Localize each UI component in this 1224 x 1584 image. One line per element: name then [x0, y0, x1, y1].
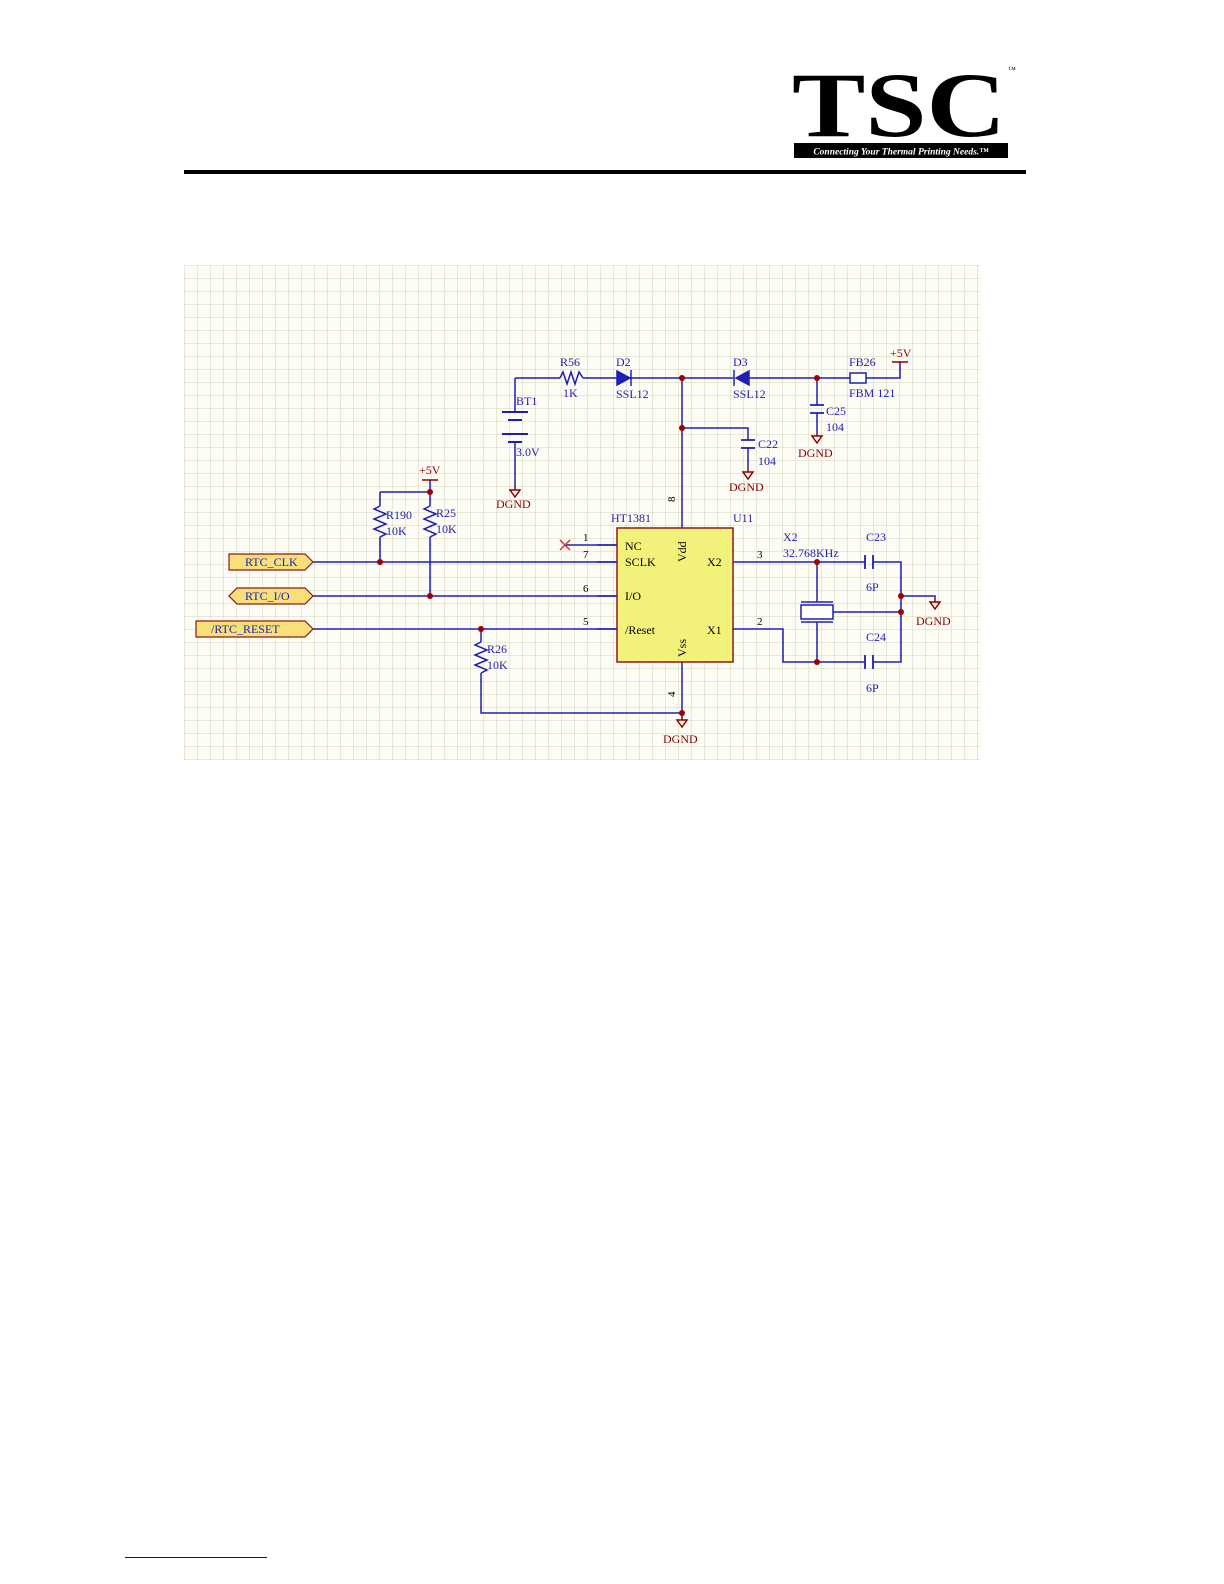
x2-ref: X2 [783, 530, 798, 544]
r56-ref: R56 [560, 355, 580, 369]
pin-number-7: 7 [583, 549, 589, 561]
port-rtc-io-label: RTC_I/O [245, 589, 290, 603]
pin-number-8: 8 [666, 496, 678, 502]
pin-number-2: 2 [757, 616, 763, 628]
r25-value: 10K [436, 522, 457, 536]
pin-number-6: 6 [583, 583, 589, 595]
vcc-label-fb26: +5V [890, 346, 912, 360]
logo-text: TSC [792, 64, 1006, 156]
fb26-symbol [850, 373, 866, 383]
ground-label-crystal: DGND [916, 614, 951, 628]
header-rule [184, 170, 1026, 174]
fb26-ref: FB26 [849, 355, 876, 369]
rtc-schematic: RTC_CLK RTC_I/O /RTC_RESET R56 1K D2 SSL… [184, 265, 980, 760]
pin-number-5: 5 [583, 616, 589, 628]
pin-name-nc: NC [625, 539, 642, 553]
c25-value: 104 [826, 420, 844, 434]
ground-label-c22: DGND [729, 480, 764, 494]
ic-ref-label: U11 [733, 511, 753, 525]
c23-ref: C23 [866, 530, 886, 544]
grid-lines [184, 265, 980, 760]
fb26-value: FBM 121 [849, 386, 895, 400]
c25-ref: C25 [826, 404, 846, 418]
r26-value: 10K [487, 658, 508, 672]
bt1-ref: BT1 [516, 394, 537, 408]
r190-ref: R190 [386, 508, 412, 522]
pin-number-1: 1 [583, 532, 589, 544]
r25-ref: R25 [436, 506, 456, 520]
logo-tagline: Connecting Your Thermal Printing Needs.™ [813, 148, 989, 158]
pin-name-sclk: SCLK [625, 555, 656, 569]
pin-name-x2: X2 [707, 555, 722, 569]
d2-ref: D2 [616, 355, 631, 369]
d2-value: SSL12 [616, 387, 649, 401]
logo-trademark: ™ [1008, 65, 1016, 74]
ground-label-c25: DGND [798, 446, 833, 460]
c22-ref: C22 [758, 437, 778, 451]
port-rtc-reset-label: /RTC_RESET [211, 622, 280, 636]
ic-part-label: HT1381 [611, 511, 651, 525]
pin-name-vss: Vss [675, 639, 689, 657]
c24-ref: C24 [866, 630, 886, 644]
r26-ref: R26 [487, 642, 507, 656]
d3-ref: D3 [733, 355, 748, 369]
pin-name-io: I/O [625, 589, 641, 603]
pin-name-vdd: Vdd [675, 541, 689, 562]
pin-name-x1: X1 [707, 623, 722, 637]
x2-value: 32.768KHz [783, 546, 839, 560]
vcc-label-pullups: +5V [419, 463, 441, 477]
r56-value: 1K [563, 386, 578, 400]
tsc-logo: TSC ™ Connecting Your Thermal Printing N… [792, 64, 1018, 160]
pin-number-3: 3 [757, 549, 763, 561]
x2-crystal-symbol [801, 602, 833, 622]
ground-label-vss: DGND [663, 732, 698, 746]
c22-value: 104 [758, 454, 776, 468]
c24-value: 6P [866, 681, 879, 695]
pin-number-4: 4 [666, 691, 678, 697]
bt1-value: 3.0V [516, 445, 540, 459]
ground-label-bt1: DGND [496, 497, 531, 511]
port-rtc-clk-label: RTC_CLK [245, 555, 298, 569]
r190-value: 10K [386, 524, 407, 538]
c23-value: 6P [866, 580, 879, 594]
footer-rule [125, 1557, 267, 1558]
pin-name-reset: /Reset [625, 623, 656, 637]
d3-value: SSL12 [733, 387, 766, 401]
